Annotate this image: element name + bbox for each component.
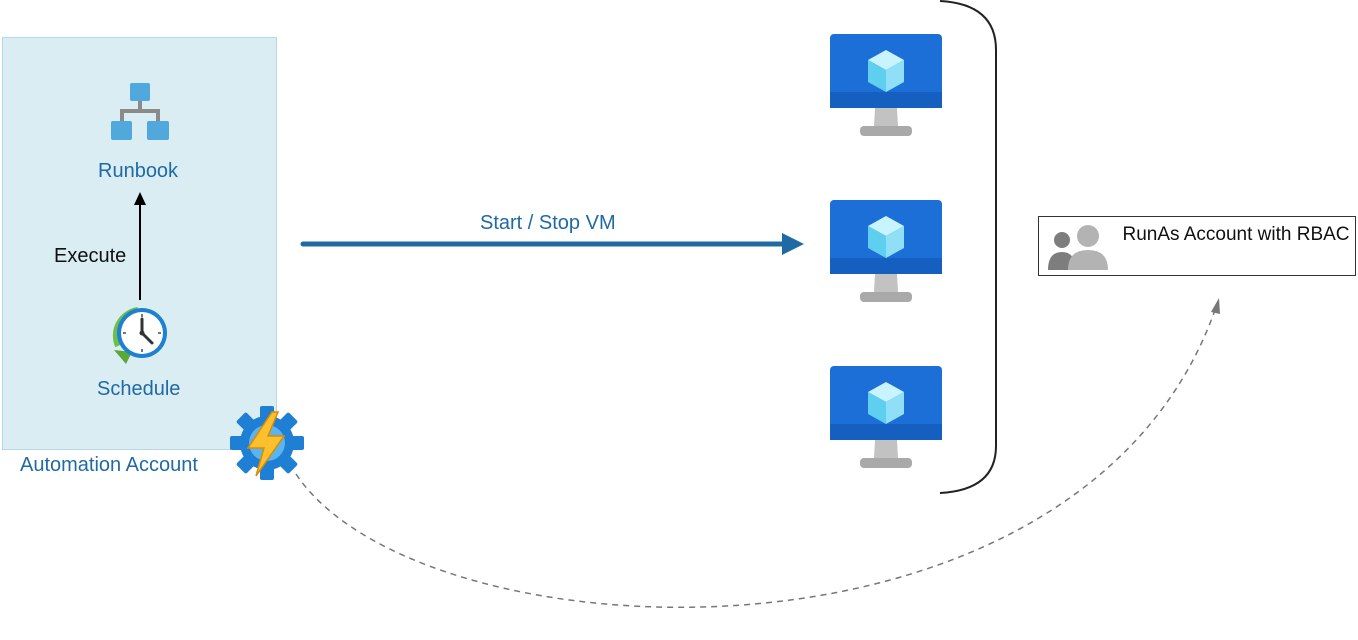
runas-account-box: RunAs Account with RBAC xyxy=(1038,216,1356,276)
runbook-label: Runbook xyxy=(98,160,179,182)
start-stop-arrow xyxy=(300,233,804,255)
vm-1 xyxy=(830,34,942,136)
execute-arrow xyxy=(134,192,146,300)
automation-account-label: Automation Account xyxy=(20,454,198,476)
start-stop-label: Start / Stop VM xyxy=(480,212,616,234)
clock-icon xyxy=(112,307,167,364)
users-icon xyxy=(1048,225,1108,270)
gear-lightning-icon xyxy=(230,406,304,480)
schedule-label: Schedule xyxy=(97,378,181,400)
vm-2 xyxy=(830,200,942,302)
vm-3 xyxy=(830,366,942,468)
runas-account-label: RunAs Account with RBAC xyxy=(1122,224,1350,245)
hierarchy-icon xyxy=(111,83,169,140)
execute-label: Execute xyxy=(54,245,127,267)
vm-group-bracket xyxy=(939,0,997,494)
